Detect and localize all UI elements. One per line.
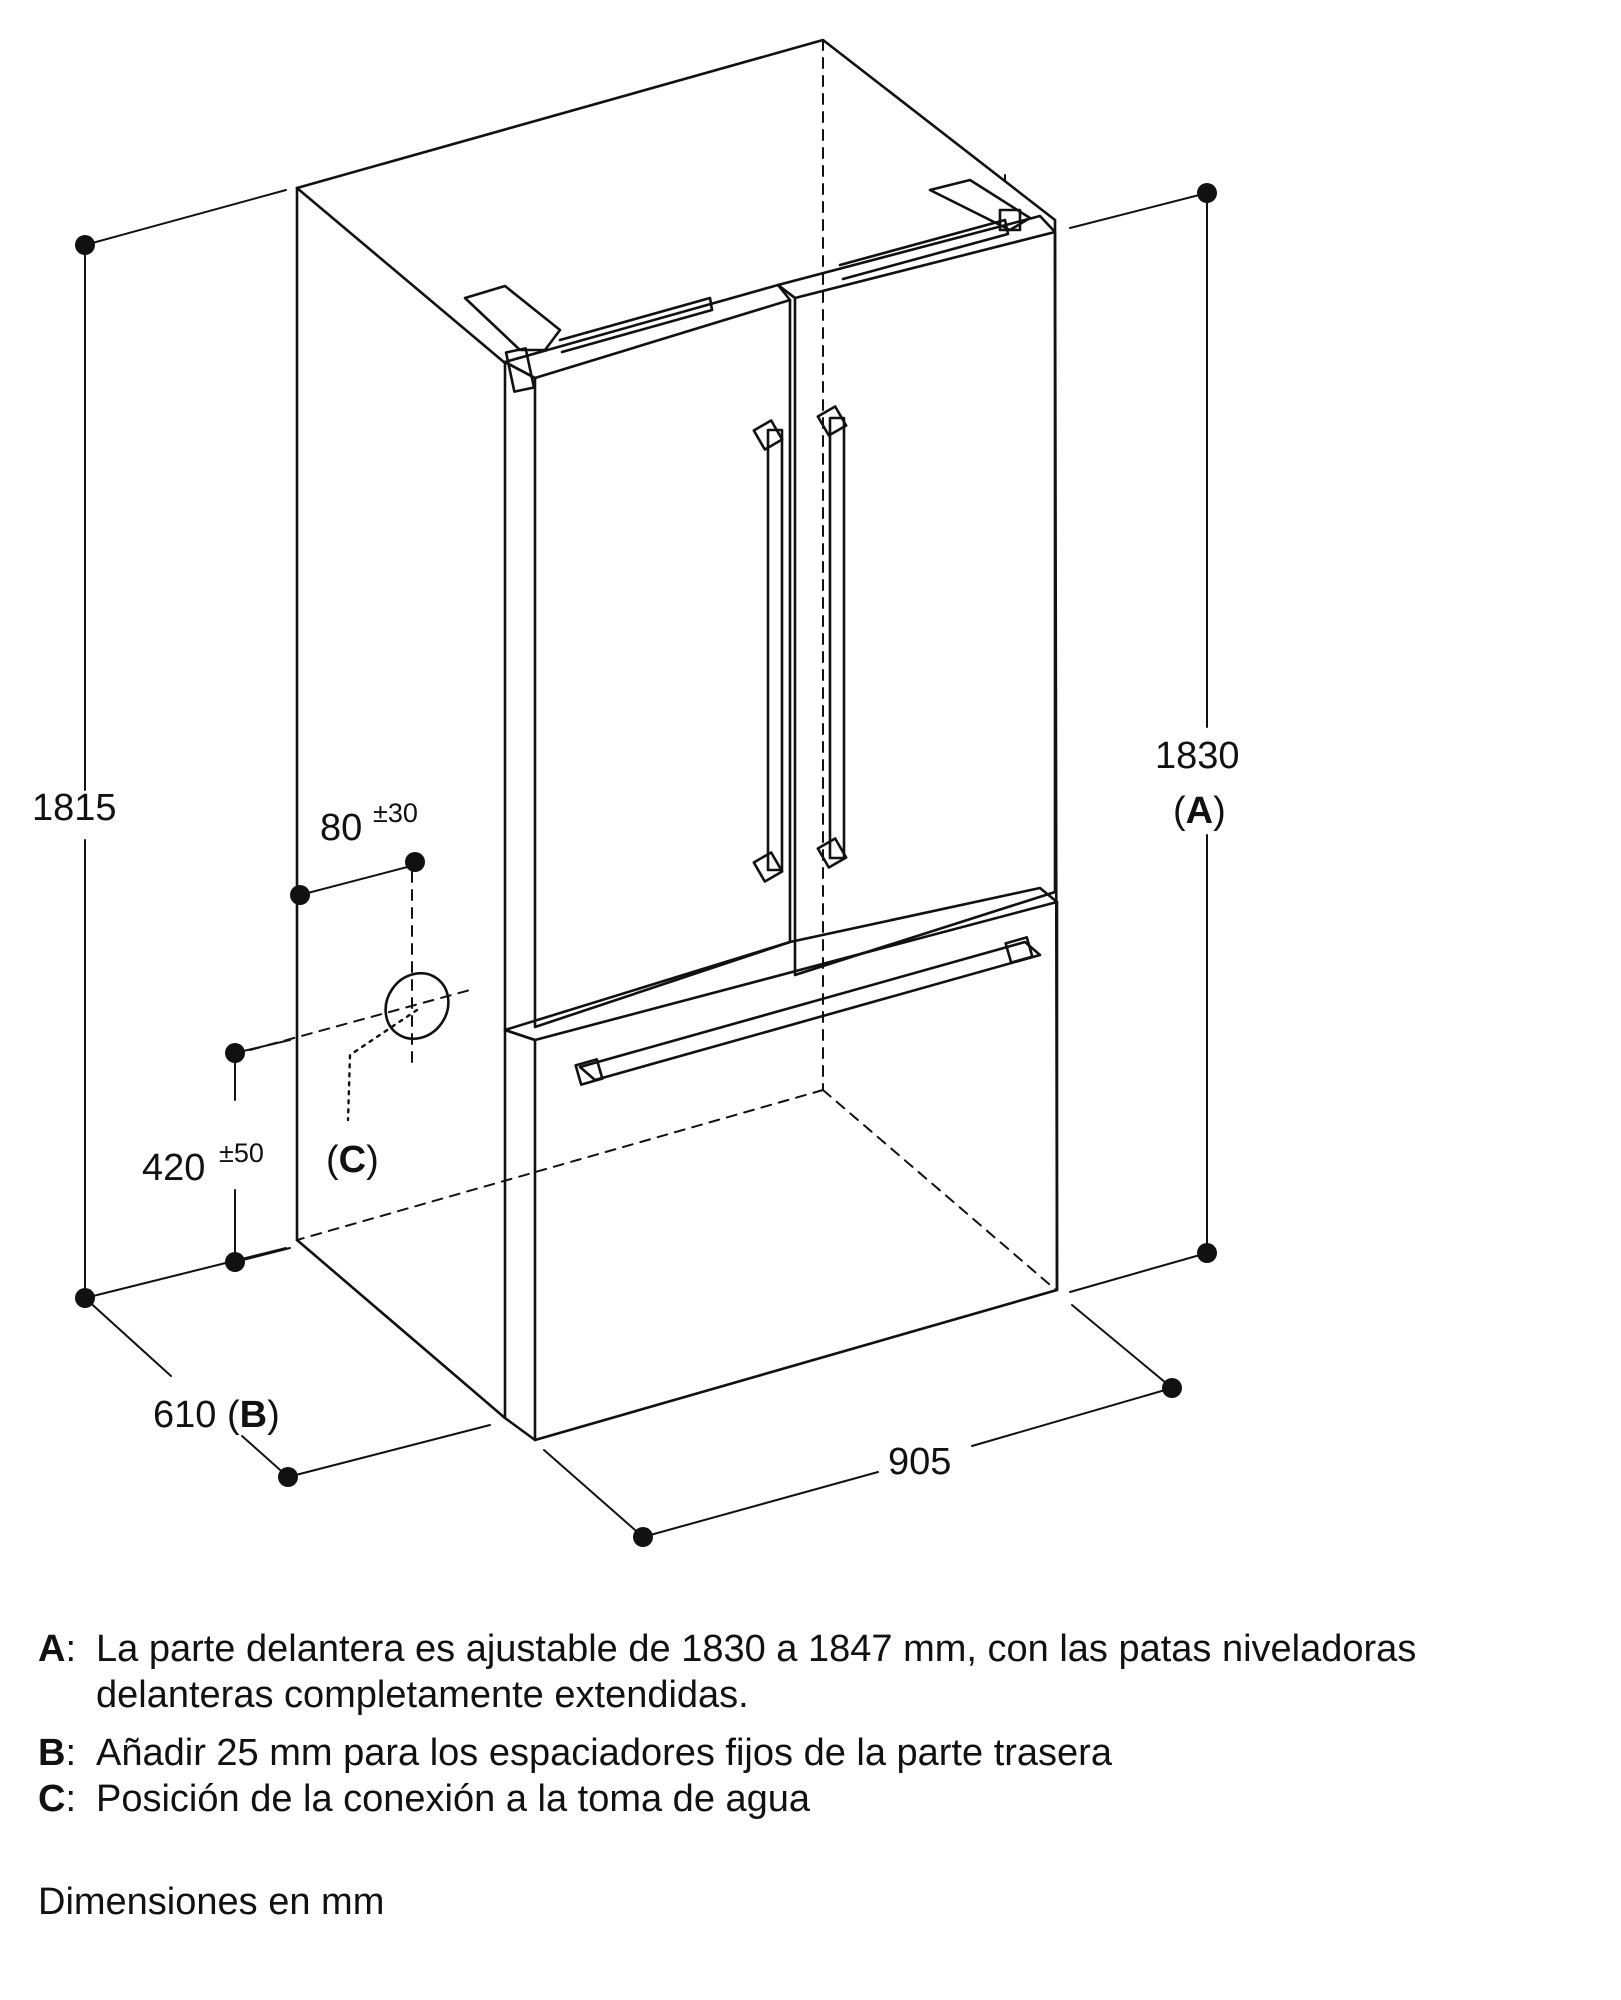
dim-label-water-ref: (C) (326, 1139, 379, 1181)
upper-door-handles (752, 405, 848, 883)
note-key: A: (38, 1626, 96, 1718)
ref-letter-a: A (1186, 790, 1213, 832)
dim-label-front-height-ref: (A) (1173, 790, 1226, 832)
dim-label-water-height: 420 (142, 1147, 205, 1189)
dimension-endpoints (75, 183, 1217, 1547)
freezer-drawer (503, 886, 1059, 1442)
note-separator: : (65, 1778, 77, 1820)
dim-label-water-height-tolerance: ±50 (219, 1138, 264, 1168)
right-upper-door (776, 214, 1057, 977)
note-text: Posición de la conexión a la toma de agu… (96, 1778, 811, 1820)
note-text: La parte delantera es ajustable de 1830 … (96, 1628, 1417, 1716)
units-footnote: Dimensiones en mm (38, 1881, 385, 1923)
hidden-edges (296, 39, 1057, 1291)
ref-letter-c: C (339, 1139, 366, 1181)
note-letter: B (38, 1732, 66, 1774)
note-separator: : (65, 1732, 77, 1774)
note-letter: C (38, 1778, 66, 1820)
dimension-lines (84, 189, 1208, 1538)
note-key: B: (38, 1730, 96, 1776)
note-separator: : (65, 1628, 77, 1670)
legend-notes: A: La parte delantera es ajustable de 18… (38, 1626, 1598, 1822)
note-b: B: Añadir 25 mm para los espaciadores fi… (38, 1730, 1598, 1776)
note-text: Añadir 25 mm para los espaciadores fijos… (96, 1732, 1112, 1774)
refrigerator-dimension-drawing: 1815 1830 (A) 610 (B) 905 80 ±30 420 ±50… (32, 38, 1240, 1547)
left-upper-door (503, 283, 792, 1029)
dim-label-overall-height: 1815 (32, 787, 117, 829)
cabinet-body (295, 38, 1059, 1442)
note-key: C: (38, 1776, 96, 1822)
dim-label-depth: 610 (B) (153, 1394, 280, 1436)
depth-value: 610 (153, 1394, 216, 1436)
note-c: C: Posición de la conexión a la toma de … (38, 1776, 1598, 1822)
dim-label-width: 905 (888, 1441, 951, 1483)
ref-letter-b: B (240, 1394, 267, 1436)
dim-label-front-height: 1830 (1155, 735, 1240, 777)
water-connection-mark (249, 871, 471, 1122)
top-hinges (463, 178, 1032, 393)
note-letter: A (38, 1628, 66, 1670)
dim-label-water-side-offset: 80 (320, 807, 362, 849)
note-a: A: La parte delantera es ajustable de 18… (38, 1626, 1598, 1718)
dim-label-water-side-tolerance: ±30 (373, 798, 418, 828)
